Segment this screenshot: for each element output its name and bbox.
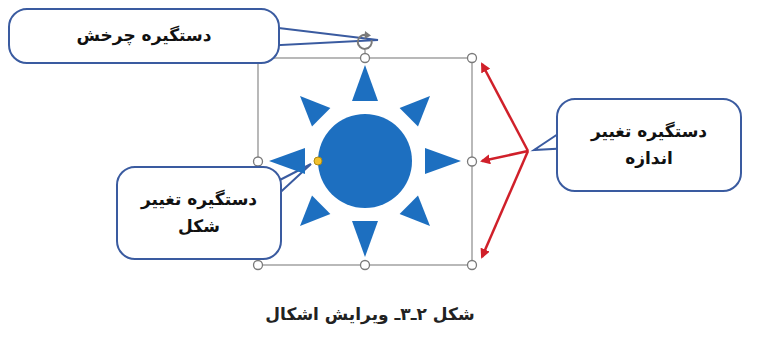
bubble-outline	[116, 166, 282, 260]
callout-bubble: دستگیره تغییر اندازه	[556, 98, 742, 192]
callout-text: دستگیره چرخش	[77, 22, 212, 49]
bubble-outline	[556, 98, 742, 192]
figure-caption: شکل ۲ـ۳ـ ویرایش اشکال	[170, 304, 570, 324]
callout-bubble: دستگیره چرخش	[8, 8, 280, 64]
sun-shape	[269, 65, 461, 257]
rotation-handle	[358, 31, 372, 49]
selection-box	[258, 58, 472, 265]
pointer-arrows	[482, 64, 528, 257]
adjust-handle	[314, 157, 322, 165]
callout-text: دستگیره تغییر اندازه	[570, 118, 728, 172]
resize-handles	[254, 54, 477, 270]
callout-text: دستگیره تغییر شکل	[130, 186, 268, 240]
callout-bubble: دستگیره تغییر شکل	[116, 166, 282, 260]
